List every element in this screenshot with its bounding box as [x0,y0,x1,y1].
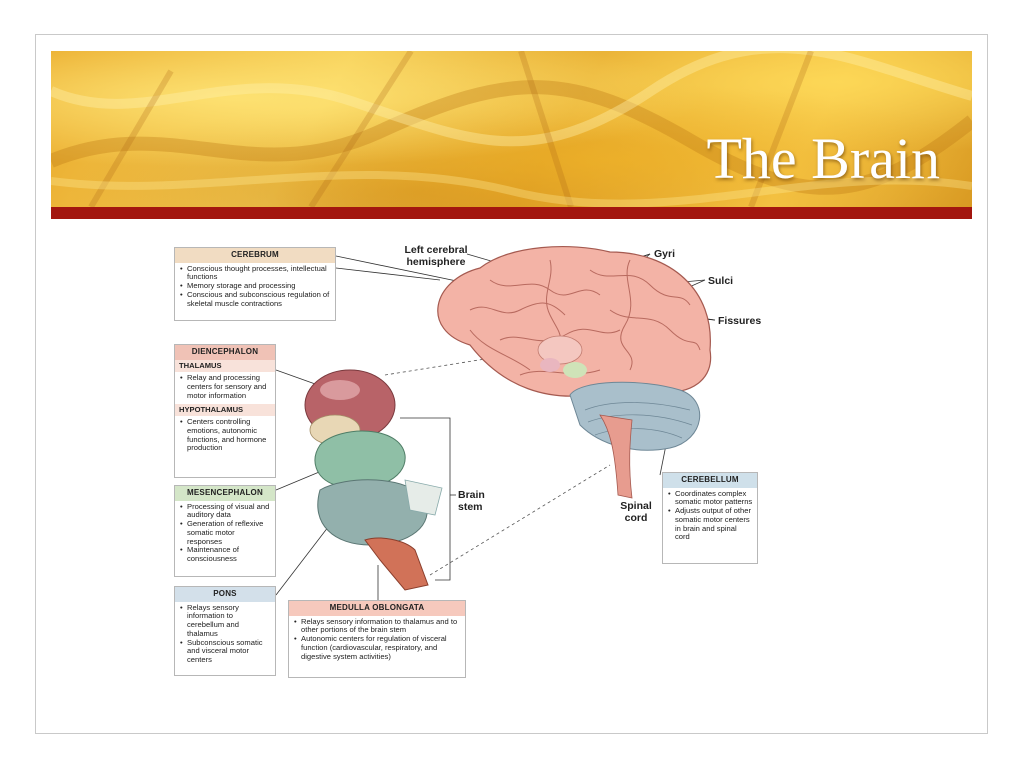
medulla-box: MEDULLA OBLONGATA Relays sensory informa… [288,600,466,678]
gyri-label: Gyri [654,248,676,260]
hypothalamus-list: Centers controlling emotions, autonomic … [175,416,275,456]
title-underline-bar [51,207,972,219]
cerebrum-box: CEREBRUM Conscious thought processes, in… [174,247,336,321]
cerebrum-heading: CEREBRUM [175,248,335,263]
list-item: Centers controlling emotions, autonomic … [180,417,271,453]
left-hemisphere-label: Left cerebral hemisphere [404,244,468,268]
diencephalon-heading: DIENCEPHALON [175,345,275,360]
list-item: Maintenance of consciousness [180,545,271,563]
list-item: Coordinates complex somatic motor patter… [668,489,753,507]
list-item: Memory storage and processing [180,281,331,291]
list-item: Relay and processing centers for sensory… [180,374,271,400]
cerebellum-box: CEREBELLUM Coordinates complex somatic m… [662,472,758,564]
pons-heading: PONS [175,587,275,602]
mesencephalon-heading: MESENCEPHALON [175,486,275,501]
sulci-label: Sulci [708,275,734,287]
thalamus-list: Relay and processing centers for sensory… [175,372,275,403]
brain-illustration [275,245,716,600]
banner-texture [51,51,972,207]
diencephalon-box: DIENCEPHALON THALAMUS Relay and processi… [174,344,276,478]
title-banner: The Brain [51,51,972,207]
cerebellum-list: Coordinates complex somatic motor patter… [663,488,757,545]
spinal-cord-label: Spinal cord [620,500,652,524]
fissures-label: Fissures [718,315,762,327]
medulla-heading: MEDULLA OBLONGATA [289,601,465,616]
list-item: Conscious thought processes, intellectua… [180,264,331,282]
list-item: Conscious and subconscious regulation of… [180,290,331,308]
pons-box: PONS Relays sensory information to cereb… [174,586,276,676]
list-item: Relays sensory information to cerebellum… [180,603,271,639]
medulla-list: Relays sensory information to thalamus a… [289,616,465,665]
list-item: Relays sensory information to thalamus a… [294,617,461,635]
list-item: Processing of visual and auditory data [180,502,271,520]
brain-diagram: CEREBRUM Conscious thought processes, in… [170,240,780,680]
cerebrum-list: Conscious thought processes, intellectua… [175,263,335,312]
thalamus-heading: THALAMUS [175,359,275,373]
list-item: Adjusts output of other somatic motor ce… [668,506,753,542]
pons-list: Relays sensory information to cerebellum… [175,602,275,668]
mesencephalon-box: MESENCEPHALON Processing of visual and a… [174,485,276,577]
hypothalamus-heading: HYPOTHALAMUS [175,403,275,417]
brain-stem-label: Brain stem [458,489,485,513]
mesencephalon-list: Processing of visual and auditory data G… [175,501,275,567]
list-item: Autonomic centers for regulation of visc… [294,634,461,661]
slide-title: The Brain [706,126,940,191]
cerebellum-heading: CEREBELLUM [663,473,757,488]
list-item: Subconscious somatic and visceral motor … [180,638,271,665]
list-item: Generation of reflexive somatic motor re… [180,519,271,546]
